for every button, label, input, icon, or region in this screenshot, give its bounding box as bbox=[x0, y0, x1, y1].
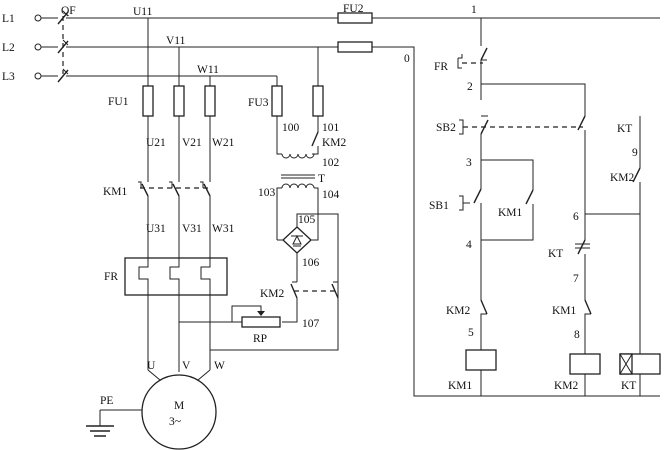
coil-km2: KM2 bbox=[554, 353, 601, 396]
label-8: 8 bbox=[574, 329, 580, 341]
label-KM1-il: KM1 bbox=[552, 305, 577, 317]
bridge-rectifier bbox=[210, 210, 339, 351]
label-4: 4 bbox=[466, 239, 472, 251]
label-5: 5 bbox=[468, 327, 474, 339]
terminal-L2 bbox=[34, 43, 42, 51]
label-KM2-hold: KM2 bbox=[610, 172, 635, 184]
label-KM1-hold: KM1 bbox=[498, 207, 523, 219]
label-FU3: FU3 bbox=[248, 97, 269, 109]
label-V: V bbox=[182, 360, 191, 372]
label-1: 1 bbox=[471, 4, 477, 16]
label-L3: L3 bbox=[2, 71, 15, 83]
label-KM2-coil: KM2 bbox=[554, 380, 579, 392]
label-107: 107 bbox=[302, 318, 320, 330]
label-PE: PE bbox=[100, 395, 113, 407]
label-104: 104 bbox=[322, 189, 340, 201]
motor-label-phase: 3~ bbox=[169, 416, 181, 428]
label-V21: V21 bbox=[182, 137, 202, 149]
fuse-fu3: FU3 bbox=[248, 47, 324, 148]
label-W: W bbox=[214, 360, 225, 372]
terminal-L1 bbox=[34, 14, 42, 22]
label-101: 101 bbox=[322, 122, 340, 134]
label-T: T bbox=[318, 173, 325, 185]
label-KT-inst: KT bbox=[617, 123, 632, 135]
label-6: 6 bbox=[573, 211, 579, 223]
label-W31: W31 bbox=[212, 223, 235, 235]
label-KM2-il: KM2 bbox=[446, 305, 471, 317]
motor-label-m: M bbox=[174, 400, 184, 412]
label-QF: QF bbox=[61, 5, 76, 17]
label-KM2-top: KM2 bbox=[322, 137, 347, 149]
label-L1: L1 bbox=[2, 13, 15, 25]
thermal-relay-fr: FR bbox=[104, 257, 228, 372]
label-KM1-coil: KM1 bbox=[448, 380, 473, 392]
label-SB1: SB1 bbox=[429, 200, 449, 212]
contact-km2-hold: KM2 bbox=[584, 116, 641, 240]
contact-kt-inst: KT bbox=[577, 115, 632, 172]
contact-kt-time: KT bbox=[548, 239, 590, 300]
label-105: 105 bbox=[298, 214, 316, 226]
label-W21: W21 bbox=[212, 137, 235, 149]
motor-circle bbox=[141, 374, 217, 450]
switch-sb1: SB1 bbox=[429, 188, 482, 240]
label-100: 100 bbox=[282, 122, 300, 134]
label-U: U bbox=[147, 360, 156, 372]
rheostat-rp: RP bbox=[179, 305, 281, 345]
label-V31: V31 bbox=[182, 223, 202, 235]
switch-sb2: SB2 bbox=[436, 115, 583, 189]
label-0: 0 bbox=[404, 53, 410, 65]
label-V11: V11 bbox=[166, 35, 186, 47]
label-KT-coil: KT bbox=[621, 380, 636, 392]
coil-kt: KT bbox=[619, 214, 661, 396]
transformer-t: T bbox=[276, 148, 325, 240]
label-102: 102 bbox=[322, 157, 340, 169]
label-103: 103 bbox=[258, 187, 276, 199]
label-FR-main: FR bbox=[104, 271, 118, 283]
coil-km1: KM1 bbox=[448, 349, 497, 396]
label-2: 2 bbox=[467, 81, 473, 93]
label-KM1-main: KM1 bbox=[103, 186, 128, 198]
contact-km2-brake: KM2 bbox=[260, 281, 339, 323]
contact-km1-interlock: KM1 bbox=[552, 299, 592, 354]
label-FU1: FU1 bbox=[108, 96, 129, 108]
label-U11: U11 bbox=[133, 6, 153, 18]
label-KM2-brake: KM2 bbox=[260, 288, 285, 300]
motor: M 3~ bbox=[141, 369, 217, 450]
label-U21: U21 bbox=[146, 137, 166, 149]
label-7: 7 bbox=[573, 273, 579, 285]
contact-fr-ctrl: FR bbox=[434, 18, 488, 100]
label-KT-time: KT bbox=[548, 248, 563, 260]
label-FU2: FU2 bbox=[343, 3, 364, 15]
label-106: 106 bbox=[302, 257, 320, 269]
earth-pe: PE bbox=[86, 395, 142, 437]
label-9: 9 bbox=[632, 147, 638, 159]
contact-km1-hold: KM1 bbox=[481, 189, 534, 241]
contactor-km1-main: KM1 bbox=[103, 181, 211, 258]
label-U31: U31 bbox=[146, 223, 166, 235]
label-L2: L2 bbox=[2, 42, 15, 54]
fuse-fu2: FU2 bbox=[337, 3, 660, 397]
label-W11: W11 bbox=[197, 64, 219, 76]
terminal-L3 bbox=[34, 72, 42, 80]
contact-km2-interlock: KM2 bbox=[446, 299, 488, 350]
label-FR-ctrl: FR bbox=[434, 61, 448, 73]
label-3: 3 bbox=[466, 157, 472, 169]
label-RP: RP bbox=[253, 333, 267, 345]
label-SB2: SB2 bbox=[436, 122, 456, 134]
contact-km2-top: KM2 bbox=[311, 131, 347, 155]
supply-terminals: L1 L2 L3 bbox=[2, 13, 58, 83]
fuse-fu1: FU1 bbox=[108, 18, 216, 182]
